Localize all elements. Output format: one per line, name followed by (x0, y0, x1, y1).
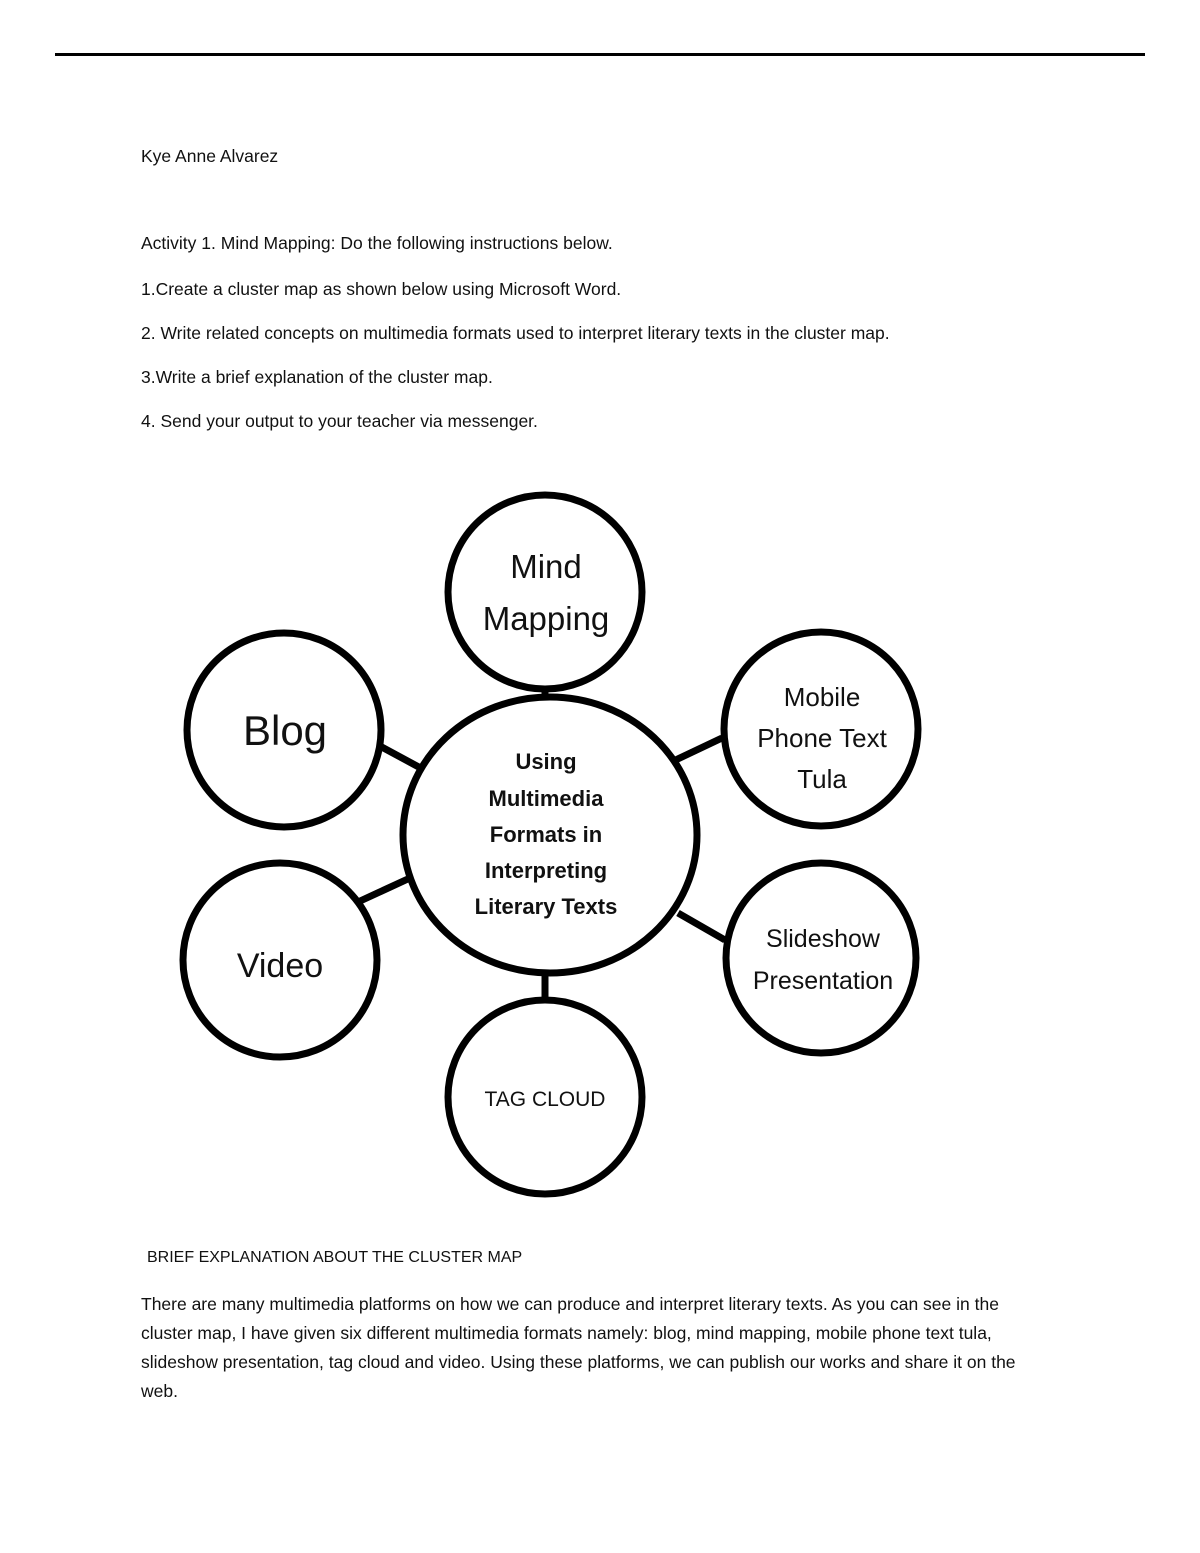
cluster-map-diagram: Using Multimedia Formats in Interpreting… (179, 491, 922, 1198)
node-mobile-phone-text-tula (720, 628, 922, 830)
center-node-label-3: Formats in (490, 822, 602, 847)
center-node-label-4: Interpreting (485, 858, 607, 883)
node-mind-mapping (444, 491, 646, 693)
center-node-label-5: Literary Texts (475, 894, 618, 919)
node-mobile-phone-text-tula-label-1: Mobile (784, 682, 861, 712)
instruction-step-4: 4. Send your output to your teacher via … (141, 411, 538, 431)
node-blog (183, 629, 385, 831)
node-video (179, 859, 381, 1061)
center-node-label-1: Using (515, 749, 576, 774)
node-mind-mapping-label-2: Mapping (483, 600, 610, 637)
node-mobile-phone-text-tula-label-3: Tula (797, 764, 847, 794)
connector-slideshow-presentation (676, 909, 727, 944)
node-blog-label: Blog (243, 707, 327, 754)
author-name: Kye Anne Alvarez (141, 146, 279, 166)
node-tag-cloud (444, 996, 646, 1198)
instruction-step-3: 3.Write a brief explanation of the clust… (141, 367, 493, 387)
connector-video (356, 874, 412, 906)
node-tag-cloud-label: TAG CLOUD (485, 1088, 606, 1111)
center-node (399, 693, 701, 977)
explanation-heading: BRIEF EXPLANATION ABOUT THE CLUSTER MAP (147, 1249, 523, 1266)
explanation-body: There are many multimedia platforms on h… (141, 1294, 1016, 1401)
node-video-label: Video (237, 947, 323, 985)
activity-title: Activity 1. Mind Mapping: Do the followi… (141, 233, 613, 253)
node-mind-mapping-label-1: Mind (510, 548, 582, 585)
node-slideshow-presentation (722, 859, 920, 1057)
instruction-step-2: 2. Write related concepts on multimedia … (141, 323, 890, 343)
center-node-label-2: Multimedia (489, 786, 605, 811)
node-slideshow-presentation-label-1: Slideshow (766, 925, 881, 953)
instruction-step-1: 1.Create a cluster map as shown below us… (141, 279, 622, 299)
node-slideshow-presentation-label-2: Presentation (753, 967, 893, 995)
top-rule (55, 53, 1145, 56)
node-mobile-phone-text-tula-label-2: Phone Text (757, 723, 887, 753)
